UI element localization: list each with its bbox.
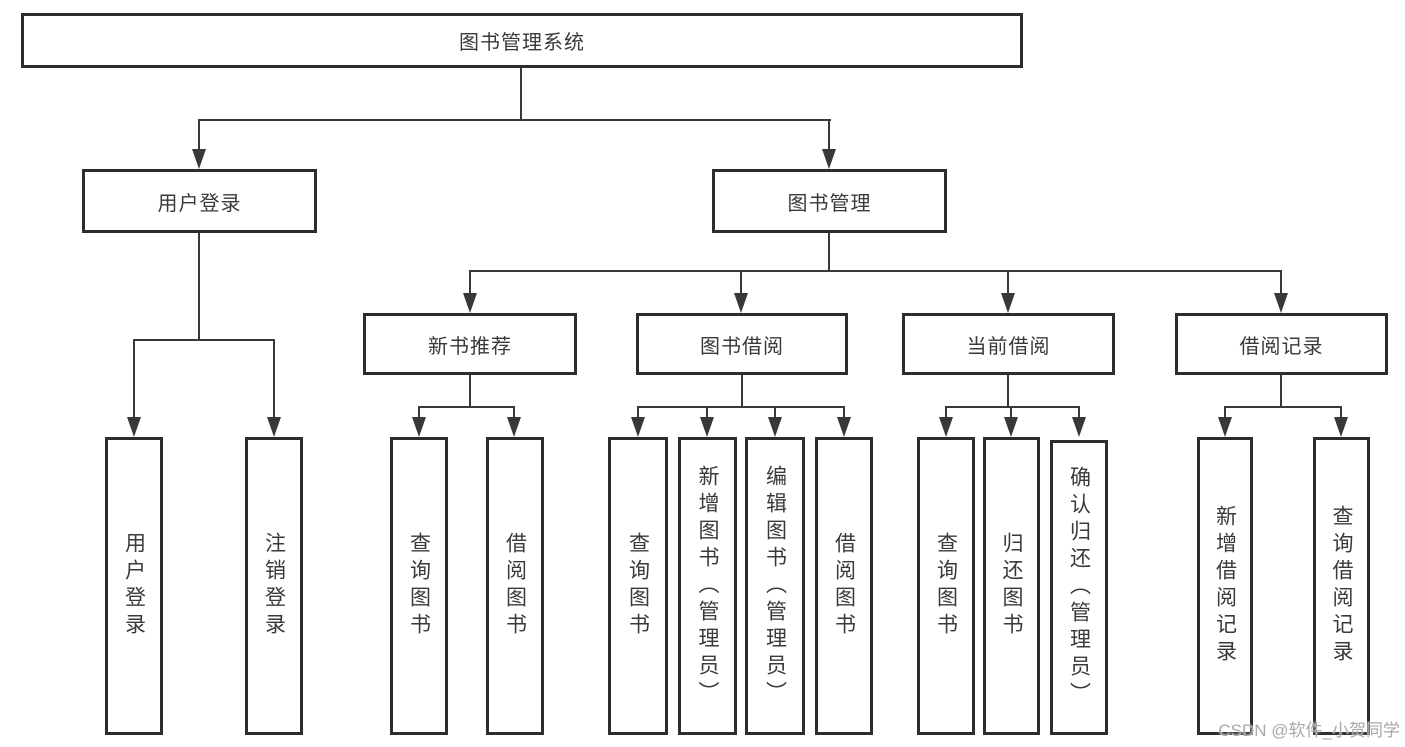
arrowhead-down-icon — [939, 417, 953, 437]
connector-line — [273, 339, 275, 419]
leaf-label: 查询借阅记录 — [1330, 505, 1353, 667]
leaf-query-book-b: 查询图书 — [608, 437, 668, 735]
node-book-mgmt: 图书管理 — [712, 169, 947, 233]
connector-line — [469, 373, 471, 407]
node-book-mgmt-label: 图书管理 — [787, 192, 872, 215]
arrowhead-down-icon — [1072, 417, 1086, 437]
connector-line — [740, 270, 742, 296]
connector-line — [198, 119, 831, 121]
arrowhead-down-icon — [127, 417, 141, 437]
connector-line — [1340, 406, 1342, 420]
connector-line — [133, 339, 275, 341]
connector-line — [520, 66, 522, 120]
connector-line — [945, 406, 947, 420]
connector-line — [1280, 270, 1282, 296]
node-user-login: 用户登录 — [82, 169, 317, 233]
arrowhead-down-icon — [822, 149, 836, 169]
connector-line — [741, 373, 743, 407]
connector-line — [418, 406, 515, 408]
leaf-borrow-book-a: 借阅图书 — [486, 437, 544, 735]
connector-line — [1010, 406, 1012, 420]
leaf-borrow-book-b: 借阅图书 — [815, 437, 873, 735]
leaf-label: 确认归还（管理员） — [1067, 466, 1091, 709]
arrowhead-down-icon — [1274, 293, 1288, 313]
connector-line — [1280, 373, 1282, 407]
leaf-label: 查询图书 — [407, 532, 431, 640]
connector-line — [418, 406, 420, 420]
leaf-logout: 注销登录 — [245, 437, 303, 735]
leaf-label: 编辑图书（管理员） — [763, 464, 787, 708]
connector-line — [1224, 406, 1226, 420]
arrowhead-down-icon — [1004, 417, 1018, 437]
leaf-label: 用户登录 — [122, 532, 146, 640]
connector-line — [1007, 373, 1009, 407]
arrowhead-down-icon — [1334, 417, 1348, 437]
connector-line — [198, 231, 200, 340]
arrowhead-down-icon — [837, 417, 851, 437]
leaf-edit-book-admin: 编辑图书（管理员） — [745, 437, 805, 735]
node-borrow-record-label: 借阅记录 — [1239, 335, 1324, 358]
connector-line — [774, 406, 776, 420]
arrowhead-down-icon — [267, 417, 281, 437]
connector-line — [1078, 406, 1080, 420]
node-current-borrow-label: 当前借阅 — [966, 335, 1051, 358]
leaf-label: 注销登录 — [262, 532, 286, 640]
arrowhead-down-icon — [507, 417, 521, 437]
leaf-label: 新增图书（管理员） — [696, 464, 719, 708]
arrowhead-down-icon — [1001, 293, 1015, 313]
node-book-borrow: 图书借阅 — [636, 313, 848, 375]
node-user-login-label: 用户登录 — [157, 192, 242, 215]
connector-line — [706, 406, 708, 420]
connector-line — [469, 270, 471, 296]
leaf-label: 查询图书 — [934, 532, 958, 640]
connector-line — [828, 231, 830, 272]
connector-line — [133, 339, 135, 419]
connector-line — [1007, 270, 1009, 296]
arrowhead-down-icon — [700, 417, 714, 437]
connector-line — [198, 119, 200, 153]
node-root-label: 图书管理系统 — [459, 32, 585, 54]
leaf-add-borrow-record: 新增借阅记录 — [1197, 437, 1253, 735]
arrowhead-down-icon — [734, 293, 748, 313]
node-borrow-record: 借阅记录 — [1175, 313, 1388, 375]
leaf-confirm-return-admin: 确认归还（管理员） — [1050, 440, 1108, 735]
node-new-book-rec-label: 新书推荐 — [428, 335, 512, 358]
leaf-query-book-c: 查询图书 — [917, 437, 975, 735]
leaf-label: 新增借阅记录 — [1213, 505, 1237, 667]
connector-line — [513, 406, 515, 420]
leaf-label: 归还图书 — [1000, 532, 1023, 640]
leaf-label: 借阅图书 — [503, 532, 527, 640]
arrowhead-down-icon — [1218, 417, 1232, 437]
node-new-book-rec: 新书推荐 — [363, 313, 577, 375]
arrowhead-down-icon — [463, 293, 477, 313]
connector-line — [469, 270, 1282, 272]
arrowhead-down-icon — [192, 149, 206, 169]
leaf-label: 查询图书 — [626, 532, 650, 640]
leaf-query-borrow-record: 查询借阅记录 — [1313, 437, 1370, 735]
arrowhead-down-icon — [631, 417, 645, 437]
leaf-add-book-admin: 新增图书（管理员） — [678, 437, 737, 735]
connector-line — [828, 119, 830, 153]
leaf-query-book-a: 查询图书 — [390, 437, 448, 735]
connector-line — [637, 406, 845, 408]
connector-line — [637, 406, 639, 420]
csdn-watermark: CSDN @软件_小贺同学 — [1218, 721, 1400, 740]
node-current-borrow: 当前借阅 — [902, 313, 1115, 375]
leaf-label: 借阅图书 — [832, 532, 856, 640]
connector-line — [945, 406, 1080, 408]
arrowhead-down-icon — [768, 417, 782, 437]
arrowhead-down-icon — [412, 417, 426, 437]
node-book-borrow-label: 图书借阅 — [700, 335, 784, 358]
node-root: 图书管理系统 — [21, 13, 1023, 68]
leaf-return-book: 归还图书 — [983, 437, 1040, 735]
connector-line — [1224, 406, 1342, 408]
connector-line — [843, 406, 845, 420]
leaf-user-login: 用户登录 — [105, 437, 163, 735]
